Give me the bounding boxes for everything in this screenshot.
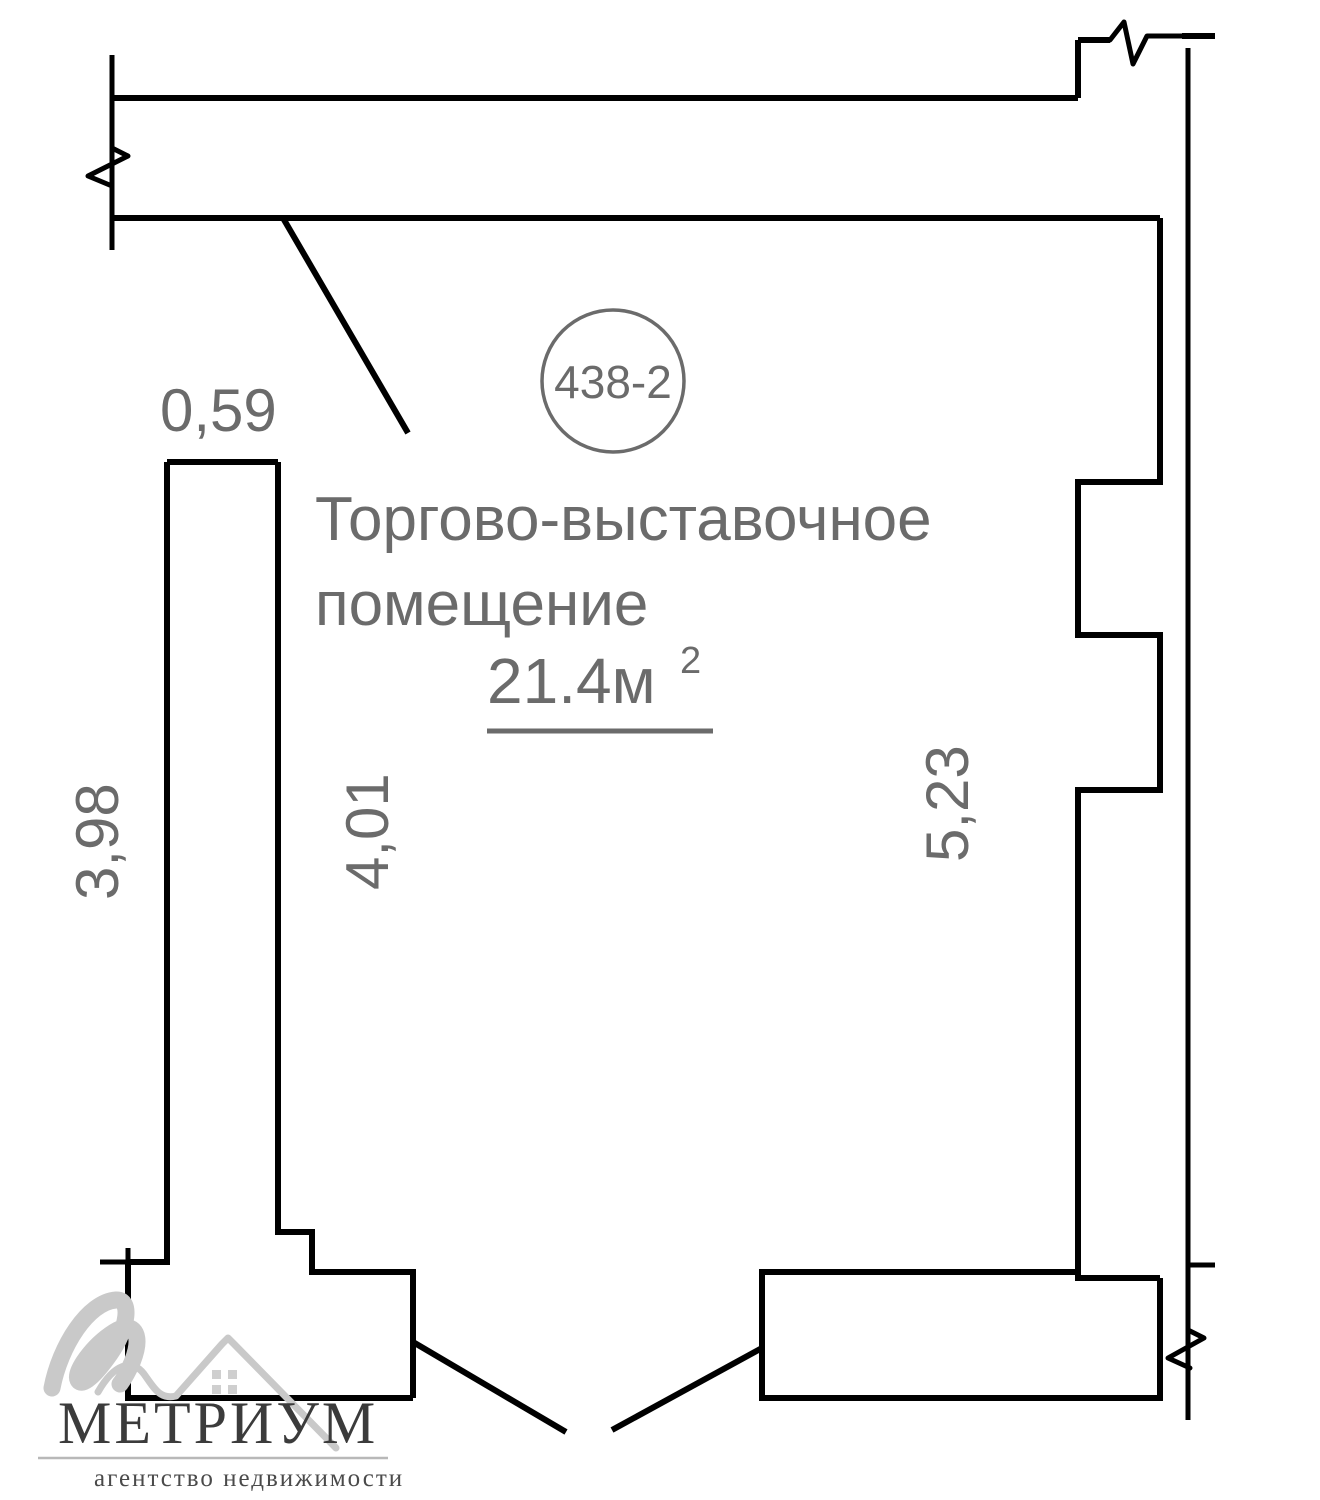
leader-line-top — [280, 216, 411, 435]
logo-window-pane-3 — [212, 1385, 221, 1394]
metrium-logo-graphic: МЕТРИУМ агентство недвижимости — [38, 1291, 404, 1492]
metrium-logo: МЕТРИУМ агентство недвижимости — [36, 1288, 436, 1493]
room-area-superscript: 2 — [680, 640, 701, 682]
logo-window-pane-4 — [228, 1385, 237, 1394]
left-pilaster-outer — [128, 462, 170, 1265]
logo-window-pane-1 — [212, 1370, 221, 1379]
break-symbol-top-right — [1107, 19, 1185, 67]
room-marker-label: 438-2 — [554, 356, 672, 408]
logo-brand-name: МЕТРИУМ — [58, 1390, 378, 1456]
left-pilaster-inner — [275, 462, 416, 1398]
logo-tagline: агентство недвижимости — [94, 1465, 404, 1492]
break-symbol-left — [85, 145, 131, 189]
dimension-label-left-inner-height: 4,01 — [334, 773, 401, 890]
logo-house-roof — [94, 1334, 340, 1452]
dimension-label-left-outer-height: 3,98 — [64, 783, 131, 900]
bottom-right-wall-block — [759, 1269, 1163, 1401]
logo-window-pane-2 — [228, 1370, 237, 1379]
right-wall-stepped — [1075, 218, 1163, 1281]
opening-diagonal-right — [610, 1345, 764, 1433]
room-name-line-2: помещение — [315, 570, 648, 639]
room-marker-circle — [540, 308, 686, 454]
room-name-line-1: Торгово-выставочное — [315, 485, 932, 554]
opening-diagonal-left — [411, 1339, 568, 1435]
room-area-value: 21.4м — [487, 645, 656, 717]
dimension-label-top-left-width: 0,59 — [160, 377, 277, 444]
logo-script-flourish — [43, 1291, 146, 1397]
dimension-label-right-height: 5,23 — [914, 745, 981, 862]
